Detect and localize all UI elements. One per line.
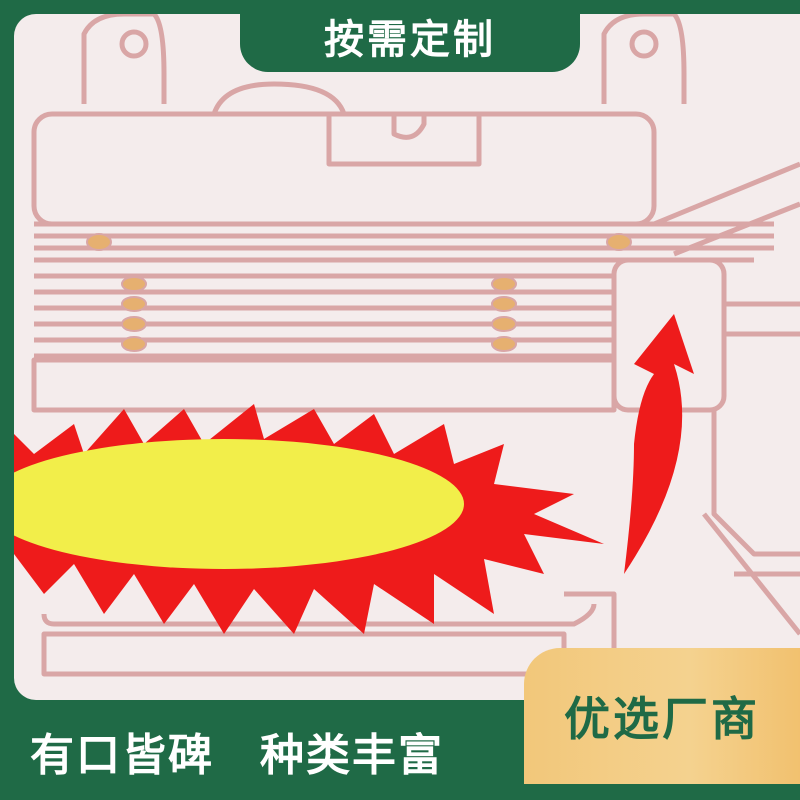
top-badge-text: 按需定制: [324, 17, 496, 63]
slogan-2: 种类丰富: [260, 730, 444, 781]
bottom-right-badge-text: 优选厂商: [564, 692, 760, 746]
bottom-right-badge: 优选厂商: [524, 648, 800, 784]
boiler-illustration: [14, 14, 800, 700]
top-badge: 按需定制: [240, 0, 580, 72]
slogan-1: 有口皆碑: [30, 730, 214, 781]
bottom-slogan: 有口皆碑 种类丰富: [30, 718, 444, 784]
flame-core: [14, 439, 464, 569]
hot-gas-arrow: [624, 314, 694, 574]
boiler-diagram-svg: [14, 14, 800, 677]
